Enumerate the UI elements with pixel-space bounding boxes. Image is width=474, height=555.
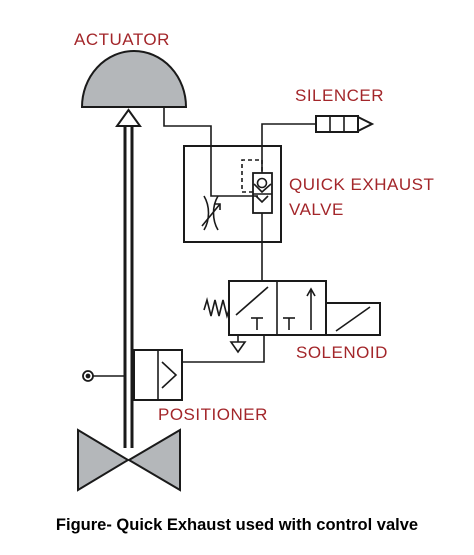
actuator-dome [80, 50, 188, 108]
silencer-tip [357, 116, 375, 132]
restrictor-orifice-2 [212, 195, 219, 231]
positioner-input-dot [85, 373, 91, 379]
restrictor-orifice [203, 195, 210, 231]
figure-caption: Figure- Quick Exhaust used with control … [55, 516, 419, 534]
actuator-air-line [163, 107, 258, 197]
silencer-label: SILENCER [295, 86, 385, 105]
restrictor-arrow [201, 203, 221, 227]
valve-body-left [77, 428, 130, 492]
solenoid-flow-arrowhead [306, 287, 316, 297]
shuttle-check-seat-lower [255, 195, 269, 204]
stem-arrow [115, 108, 142, 127]
valve-body-right [127, 428, 181, 492]
solenoid-flow-left [235, 286, 269, 316]
exhaust-line [261, 123, 316, 173]
shuttle-check-seat [253, 183, 272, 194]
solenoid-spring [203, 296, 230, 319]
quick-exhaust-valve-label-line1: QUICK EXHAUST [289, 175, 435, 194]
solenoid-label: SOLENOID [296, 343, 388, 362]
quick-exhaust-valve-label-line2: VALVE [289, 200, 344, 219]
solenoid-coil-slash [335, 306, 371, 332]
actuator-label: ACTUATOR [74, 30, 170, 49]
positioner-label: POSITIONER [158, 405, 268, 424]
exhaust-port-triangle [229, 341, 247, 354]
quick-exhaust-valve-body [183, 145, 282, 243]
solenoid-coil [325, 302, 381, 336]
supply-line-lower [182, 335, 265, 363]
positioner-mark [161, 361, 178, 389]
restrictor-arrowhead [214, 203, 221, 210]
silencer-body [315, 115, 359, 133]
shuttle-check-ball [256, 177, 268, 189]
